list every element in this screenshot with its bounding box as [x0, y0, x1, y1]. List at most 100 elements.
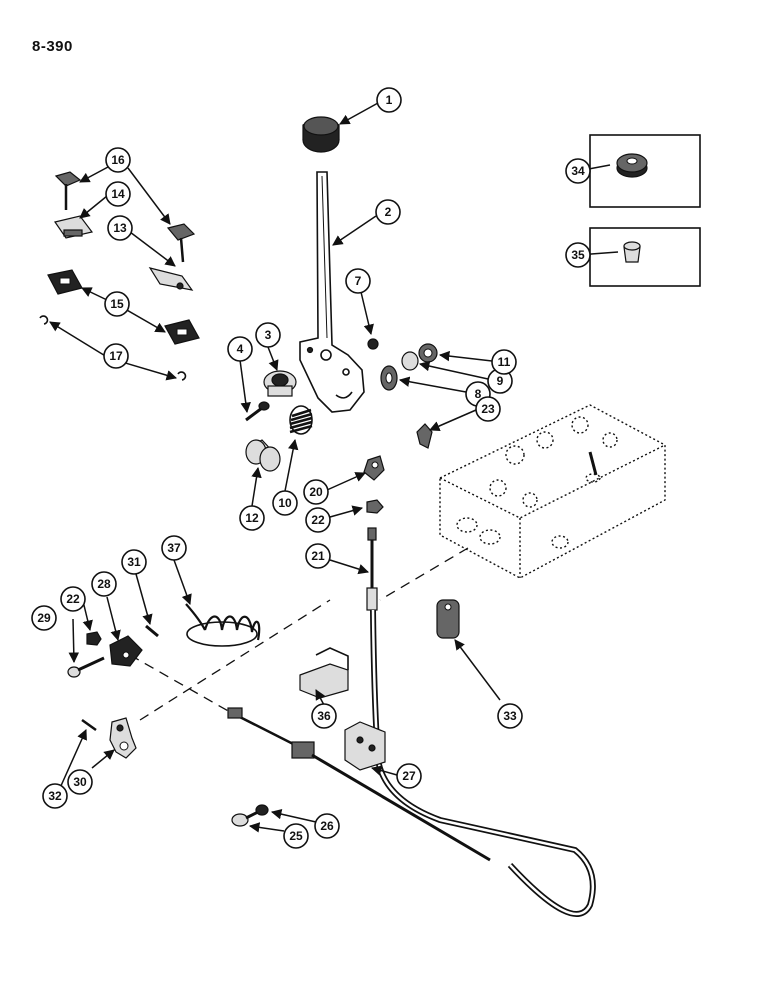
callout-37: 37: [161, 535, 187, 561]
part-28-clevis: [109, 635, 143, 667]
svg-text:4: 4: [237, 342, 244, 356]
svg-text:1: 1: [386, 93, 393, 107]
svg-text:22: 22: [66, 592, 80, 606]
part-26-washer: [255, 804, 269, 816]
svg-text:14: 14: [111, 187, 125, 201]
svg-text:33: 33: [503, 709, 517, 723]
svg-text:26: 26: [320, 819, 334, 833]
callout-23: 23: [475, 396, 501, 422]
svg-text:27: 27: [402, 769, 416, 783]
callout-13: 13: [107, 215, 133, 241]
lower-cable: [227, 707, 491, 862]
part-1-knob: [302, 116, 340, 153]
callout-1: 1: [376, 87, 402, 113]
callout-30: 30: [67, 769, 93, 795]
svg-text:17: 17: [109, 349, 123, 363]
part-15-block: [47, 269, 83, 295]
svg-text:21: 21: [311, 549, 325, 563]
svg-text:29: 29: [37, 611, 51, 625]
svg-text:30: 30: [73, 775, 87, 789]
svg-text:10: 10: [278, 496, 292, 510]
svg-text:12: 12: [245, 511, 259, 525]
callout-17: 17: [103, 343, 129, 369]
svg-text:37: 37: [167, 541, 181, 555]
callout-11: 11: [491, 349, 517, 375]
svg-text:13: 13: [113, 221, 127, 235]
callout-14: 14: [105, 181, 131, 207]
part-21-cable: [366, 527, 596, 917]
svg-text:34: 34: [571, 164, 585, 178]
callout-34: 34: [565, 158, 591, 184]
part-11-nut: [418, 343, 438, 363]
callout-15: 15: [104, 291, 130, 317]
svg-text:36: 36: [317, 709, 331, 723]
callout-3: 3: [255, 322, 281, 348]
page-number: 8-390: [32, 38, 73, 55]
callout-35: 35: [565, 242, 591, 268]
part-32-pin: [81, 718, 97, 732]
svg-text:15: 15: [110, 297, 124, 311]
part-8-lock-washer: [380, 365, 398, 391]
svg-text:23: 23: [481, 402, 495, 416]
svg-text:2: 2: [385, 205, 392, 219]
svg-text:8: 8: [475, 387, 482, 401]
part-31-pin: [145, 624, 159, 638]
assembly-line-upper: [379, 547, 469, 601]
callout-12: 12: [239, 505, 265, 531]
callout-27: 27: [396, 763, 422, 789]
part-30-bellcrank: [109, 717, 137, 759]
svg-text:20: 20: [309, 485, 323, 499]
part-15-block-second: [164, 319, 200, 345]
callout-29: 29: [31, 605, 57, 631]
part-7-nut: [367, 338, 379, 350]
svg-text:7: 7: [355, 274, 362, 288]
callout-32: 32: [42, 783, 68, 809]
part-23-fitting: [416, 423, 433, 449]
part-13-plate: [148, 267, 194, 291]
svg-text:25: 25: [289, 829, 303, 843]
part-20-clevis: [363, 455, 385, 481]
callout-10: 10: [272, 490, 298, 516]
part-14-plate: [54, 215, 94, 239]
part-37-spring: [185, 603, 261, 647]
part-16-thumbscrew-second: [166, 223, 196, 263]
part-22-nut-lower: [86, 631, 102, 646]
part-27-bracket: [344, 721, 386, 771]
part-9-washer: [401, 351, 419, 371]
callout-26: 26: [314, 813, 340, 839]
callouts: 1 2 3 4 7 8 9 10 11 12 13 14 15 16 17 20…: [31, 87, 591, 849]
callout-36: 36: [311, 703, 337, 729]
callout-25: 25: [283, 823, 309, 849]
callout-2: 2: [375, 199, 401, 225]
callout-33: 33: [497, 703, 523, 729]
svg-text:31: 31: [127, 555, 141, 569]
part-29-bolt: [67, 656, 105, 678]
callout-20: 20: [303, 479, 329, 505]
callout-22: 22: [305, 507, 331, 533]
svg-text:11: 11: [498, 355, 511, 369]
control-valve: [439, 404, 666, 579]
svg-text:32: 32: [48, 789, 62, 803]
svg-text:35: 35: [571, 248, 585, 262]
part-36-bracket: [299, 647, 349, 699]
callout-7: 7: [345, 268, 371, 294]
svg-text:28: 28: [97, 577, 111, 591]
part-35-kit-box: [589, 227, 701, 287]
svg-text:9: 9: [497, 374, 504, 388]
part-17-clip: [39, 315, 49, 325]
assembly-line-lower: [139, 599, 331, 721]
part-22-nut: [366, 499, 384, 514]
svg-text:22: 22: [311, 513, 325, 527]
part-17-clip-second: [177, 371, 187, 381]
svg-text:3: 3: [265, 328, 272, 342]
part-4-screw: [245, 401, 270, 422]
callout-16: 16: [105, 147, 131, 173]
part-12-bushing: [245, 439, 281, 472]
part-34-kit-box: [589, 134, 701, 208]
callout-22-lower: 22: [60, 586, 86, 612]
leader-lines: [49, 102, 619, 833]
part-16-thumbscrew: [54, 171, 82, 210]
callout-28: 28: [91, 571, 117, 597]
callout-4: 4: [227, 336, 253, 362]
part-33-clamp: [436, 599, 460, 639]
